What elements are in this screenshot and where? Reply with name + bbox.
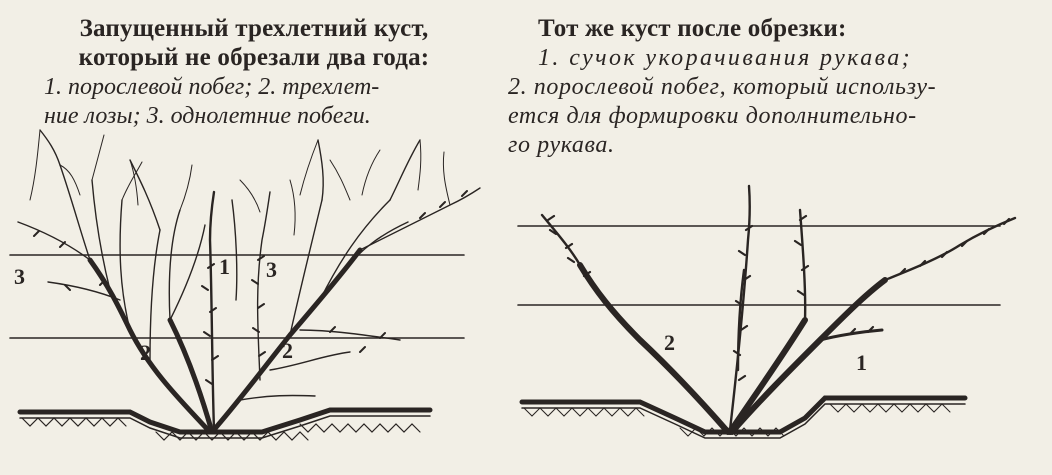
- left-caption: Запущенный трехлетний куст, который не о…: [14, 14, 494, 131]
- left-tendrils: [29, 129, 451, 236]
- right-caption-title: Тот же куст после обрезки:: [538, 15, 847, 42]
- left-label-3b: 3: [266, 257, 277, 282]
- left-one-year-shoots: [17, 129, 481, 401]
- left-buds: [33, 190, 468, 385]
- right-label-2: 2: [664, 330, 675, 355]
- left-label-2a: 2: [140, 340, 151, 365]
- left-label-2b: 2: [282, 338, 293, 363]
- right-body-line1: 1. сучок укорачивания рукава;: [538, 45, 913, 71]
- left-figure: [9, 129, 481, 441]
- right-figure: [517, 184, 1017, 439]
- right-caption: Тот же куст после обрезки: 1. сучок укор…: [508, 14, 1038, 160]
- left-caption-body: 1. порослевой побег; 2. трехлет- ние лоз…: [14, 73, 494, 131]
- left-body-line2: ние лозы; 3. однолетние побеги.: [44, 103, 371, 129]
- left-label-1: 1: [219, 254, 230, 279]
- left-body-line1: 1. порослевой побег; 2. трехлет-: [44, 74, 380, 100]
- left-title-line2: который не обрезали два года:: [78, 44, 430, 71]
- right-body-line2: 2. порослевой побег, который использу-: [508, 74, 937, 100]
- right-ground: [519, 395, 968, 439]
- right-shoots: [540, 184, 1017, 432]
- right-caption-body: 1. сучок укорачивания рукава; 2. поросле…: [508, 44, 1038, 160]
- left-ground: [17, 407, 433, 441]
- left-label-3a: 3: [14, 264, 25, 289]
- left-title-line1: Запущенный трехлетний куст,: [79, 15, 429, 42]
- left-caption-title: Запущенный трехлетний куст, который не о…: [14, 14, 494, 72]
- right-buds: [546, 214, 1011, 382]
- right-body-line4: го рукава.: [508, 132, 615, 158]
- right-label-1: 1: [856, 350, 867, 375]
- right-body-line3: ется для формировки дополнительно-: [508, 103, 917, 129]
